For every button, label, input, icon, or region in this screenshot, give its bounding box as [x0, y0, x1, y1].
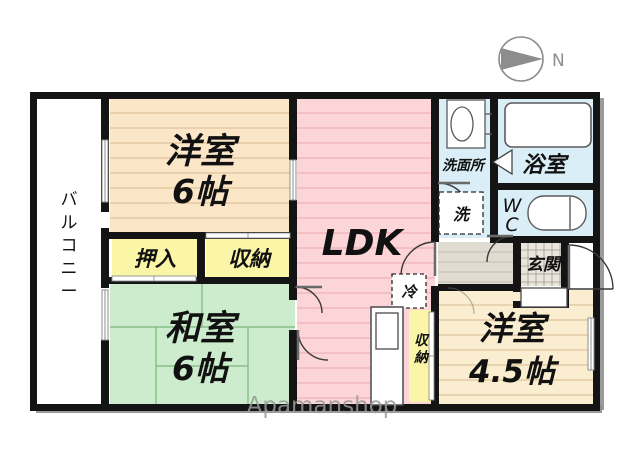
washing-machine-marker [438, 191, 484, 235]
room-labels: バルコニー 洋室 6帖 押入 収納 和室 6帖 LDK 洗面所 洗 浴室 W C… [61, 132, 570, 390]
kitchen-sink-fixture [370, 306, 404, 406]
watermark-text: Apamanshop [247, 393, 398, 419]
refrigerator-marker [391, 273, 427, 309]
windows [101, 139, 595, 401]
door-washitsu-ldk [294, 285, 323, 314]
closet-shuunou-top-fill [206, 238, 292, 278]
shoe-box-fixture [520, 287, 568, 308]
label-youshitsu45-name: 洋室 [479, 309, 550, 348]
doors [294, 148, 614, 361]
tatami-lines [110, 283, 295, 405]
compass-rose: N [498, 36, 565, 82]
door-wc [486, 234, 514, 263]
label-youshitsu45-size: 4.5帖 [468, 354, 560, 390]
label-washitsu6-name: 和室 [165, 309, 240, 349]
label-shuunou-right: 収納 [413, 333, 430, 366]
door-yokushitsu [491, 148, 513, 176]
label-wc-w: W [503, 195, 523, 217]
sliding-door-youshitsu6-ldk [289, 159, 297, 201]
closet-shuunou-top-doors [205, 232, 291, 239]
label-reizouko: 冷 [401, 283, 418, 301]
label-genkan: 玄関 [526, 255, 563, 275]
label-youshitsu6-size: 6帖 [172, 172, 233, 211]
window-washitsu6 [101, 289, 109, 341]
compass-label-n: N [552, 51, 565, 71]
closet-shuunou-right-doors [428, 311, 435, 401]
label-oshiire: 押入 [134, 247, 176, 271]
label-washitsu6-size: 6帖 [172, 349, 233, 388]
label-yokushitsu: 浴室 [522, 152, 570, 178]
youshitsu6-floor-lines [110, 112, 295, 219]
closet-oshiire-fill [112, 238, 198, 278]
closet-oshiire-doors [111, 275, 197, 282]
door-genkan-entry [567, 244, 614, 290]
room-youshitsu6-fill [110, 98, 295, 233]
genkan-tile-grid [520, 242, 568, 286]
door-ldk-corridor [400, 241, 437, 277]
room-balcony-fill [36, 98, 103, 405]
label-balcony: バルコニー [61, 190, 80, 302]
vanity-sink-fixture [446, 99, 492, 149]
bathtub-fixture [504, 102, 592, 148]
floor-textures [110, 112, 597, 405]
label-youshitsu6-name: 洋室 [165, 132, 240, 172]
label-sentaku: 洗 [453, 205, 471, 224]
window-youshitsu45 [587, 317, 595, 371]
label-ldk: LDK [322, 223, 406, 264]
room-youshitsu45-fill [438, 290, 597, 405]
window-youshitsu6 [101, 139, 109, 203]
label-senmenjo: 洗面所 [442, 157, 487, 174]
door-ldk-lower [296, 329, 329, 361]
door-youshitsu45 [447, 287, 475, 315]
label-shuunou-top: 収納 [228, 247, 273, 271]
youshitsu45-floor-lines [438, 304, 597, 396]
toilet-fixture [527, 195, 587, 231]
label-wc-c: C [505, 214, 519, 236]
corridor-lines [438, 251, 520, 283]
fixtures [370, 99, 592, 406]
corridor-fill [438, 242, 520, 286]
